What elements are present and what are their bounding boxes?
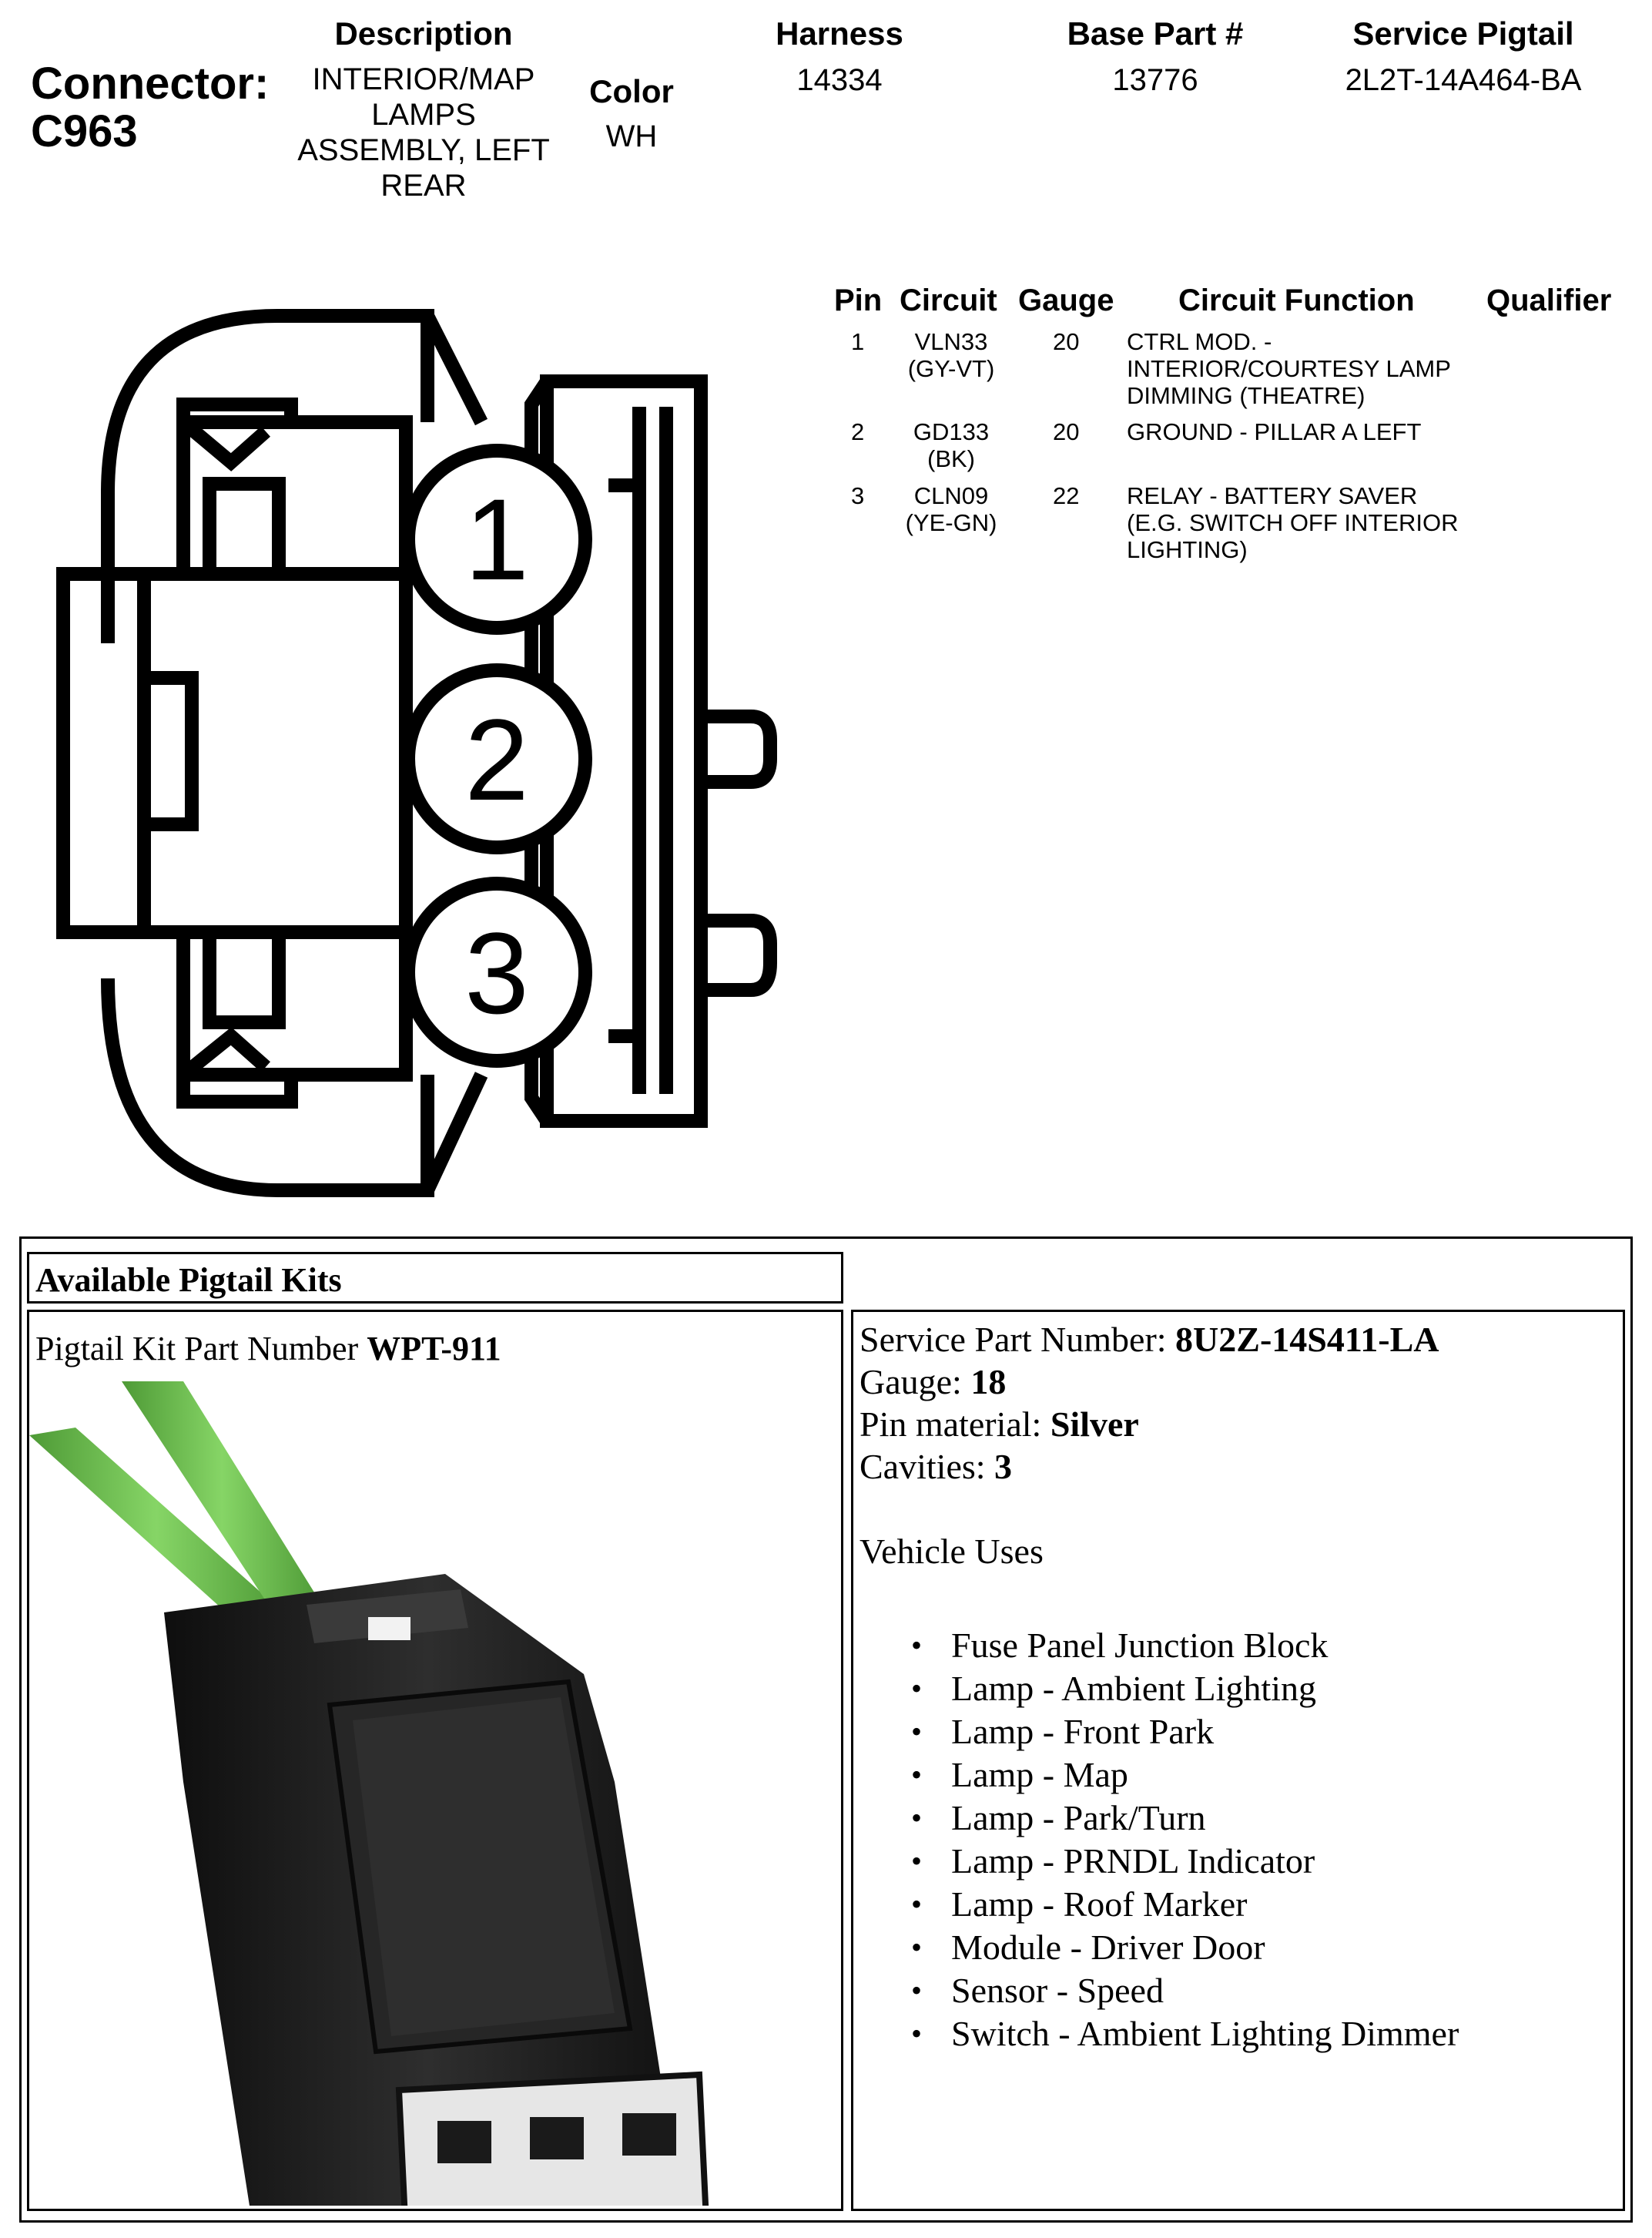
pin-col-header: Pin [834, 284, 883, 317]
detail-label: Pin material: [860, 1404, 1051, 1444]
cavities: Cavities: 3 [860, 1445, 1439, 1488]
pin-number: 2 [851, 418, 865, 445]
vehicle-uses-list: Fuse Panel Junction Block Lamp - Ambient… [911, 1624, 1459, 2055]
circuit-id: VLN33 [914, 328, 988, 355]
detail-value: 18 [970, 1362, 1007, 1401]
list-item: Lamp - Roof Marker [911, 1883, 1459, 1926]
description-line: INTERIOR/MAP [312, 62, 535, 96]
gauge: Gauge: 18 [860, 1361, 1439, 1403]
circuit-cell: CLN09 (YE-GN) [893, 482, 1009, 536]
harness-header: Harness [776, 15, 903, 52]
pigtail-connector-photo [29, 1381, 709, 2206]
list-item: Switch - Ambient Lighting Dimmer [911, 2012, 1459, 2055]
service-pigtail-header: Service Pigtail [1352, 15, 1574, 52]
list-item: Module - Driver Door [911, 1926, 1459, 1969]
function-line: (E.G. SWITCH OFF INTERIOR [1127, 509, 1459, 536]
detail-label: Service Part Number: [860, 1320, 1176, 1359]
function-cell: GROUND - PILLAR A LEFT [1127, 418, 1421, 445]
list-item: Lamp - Park/Turn [911, 1797, 1459, 1840]
connector-label: Connector: [31, 59, 270, 109]
pigtail-kit-part-number: WPT-911 [367, 1330, 501, 1367]
color-header: Color [589, 73, 674, 109]
pin-material: Pin material: Silver [860, 1403, 1439, 1445]
circuit-cell: GD133 (BK) [893, 418, 1009, 472]
circuit-col-header: Circuit [900, 284, 997, 317]
pigtail-kits-title-cell: Available Pigtail Kits [27, 1252, 843, 1304]
list-item: Sensor - Speed [911, 1969, 1459, 2012]
harness-value: 14334 [796, 63, 883, 97]
circuit-color: (GY-VT) [907, 355, 995, 382]
circuit-id: GD133 [913, 418, 990, 445]
description-value: INTERIOR/MAP LAMPS ASSEMBLY, LEFT REAR [277, 62, 570, 203]
qualifier-col-header: Qualifier [1486, 284, 1612, 317]
gauge-cell: 20 [1053, 418, 1080, 445]
connector-id: C963 [31, 106, 138, 156]
pin-label-2: 2 [464, 695, 528, 824]
function-col-header: Circuit Function [1178, 284, 1415, 317]
function-line: RELAY - BATTERY SAVER [1127, 482, 1418, 509]
list-item: Fuse Panel Junction Block [911, 1624, 1459, 1667]
wire-left [29, 1428, 283, 1643]
pin-cavity-2 [401, 663, 592, 854]
base-part-value: 13776 [1112, 63, 1198, 97]
list-item: Lamp - Ambient Lighting [911, 1667, 1459, 1710]
pigtail-kits-table [19, 1236, 1633, 2223]
detail-label: Cavities: [860, 1447, 995, 1486]
connector-title: Connector: C963 [31, 60, 269, 156]
function-line: CTRL MOD. - [1127, 328, 1272, 355]
gauge-cell: 20 [1053, 328, 1080, 355]
connector-face-diagram: 1 2 3 [56, 309, 777, 1197]
list-item: Lamp - PRNDL Indicator [911, 1840, 1459, 1883]
pigtail-kits-title: Available Pigtail Kits [35, 1261, 342, 1299]
list-item: Lamp - Map [911, 1753, 1459, 1797]
color-value: WH [605, 119, 658, 153]
pin-cavity-1 [401, 444, 592, 635]
function-line: GROUND - PILLAR A LEFT [1127, 418, 1422, 445]
pin-number: 3 [851, 482, 865, 509]
gauge-cell: 22 [1053, 482, 1080, 509]
wire-right [122, 1381, 322, 1628]
pin-label-3: 3 [464, 908, 528, 1038]
function-cell: CTRL MOD. - INTERIOR/COURTESY LAMP DIMMI… [1127, 328, 1451, 409]
function-line: LIGHTING) [1127, 536, 1248, 563]
detail-value: 8U2Z-14S411-LA [1175, 1320, 1439, 1359]
list-item: Lamp - Front Park [911, 1710, 1459, 1753]
detail-value: Silver [1050, 1404, 1139, 1444]
description-line: ASSEMBLY, LEFT [297, 133, 550, 167]
pin-label-1: 1 [464, 475, 528, 604]
circuit-id: CLN09 [913, 482, 989, 509]
description-line: REAR [380, 169, 467, 203]
function-line: INTERIOR/COURTESY LAMP [1127, 355, 1451, 382]
description-line: LAMPS [371, 98, 476, 132]
pigtail-kit-image-cell: Pigtail Kit Part Number WPT-911 [27, 1310, 843, 2211]
pigtail-kit-number: Pigtail Kit Part Number WPT-911 [35, 1329, 501, 1368]
detail-value: 3 [994, 1447, 1013, 1486]
detail-label: Gauge: [860, 1362, 971, 1401]
description-header: Description [334, 15, 513, 52]
pigtail-kit-label: Pigtail Kit Part Number [35, 1330, 367, 1367]
circuit-color: (YE-GN) [905, 509, 997, 536]
circuit-cell: VLN33 (GY-VT) [893, 328, 1009, 382]
vehicle-uses-title: Vehicle Uses [860, 1532, 1044, 1571]
pigtail-details: Service Part Number: 8U2Z-14S411-LA Gaug… [860, 1318, 1439, 1572]
pigtail-details-cell: Service Part Number: 8U2Z-14S411-LA Gaug… [851, 1310, 1625, 2211]
pin-number: 1 [851, 328, 865, 355]
pin-cavity-3 [401, 877, 592, 1068]
base-part-header: Base Part # [1067, 15, 1244, 52]
circuit-color: (BK) [927, 445, 975, 472]
function-cell: RELAY - BATTERY SAVER (E.G. SWITCH OFF I… [1127, 482, 1459, 563]
function-line: DIMMING (THEATRE) [1127, 382, 1365, 409]
service-pigtail-value: 2L2T-14A464-BA [1345, 63, 1582, 97]
service-part-number: Service Part Number: 8U2Z-14S411-LA [860, 1318, 1439, 1361]
gauge-col-header: Gauge [1018, 284, 1114, 317]
